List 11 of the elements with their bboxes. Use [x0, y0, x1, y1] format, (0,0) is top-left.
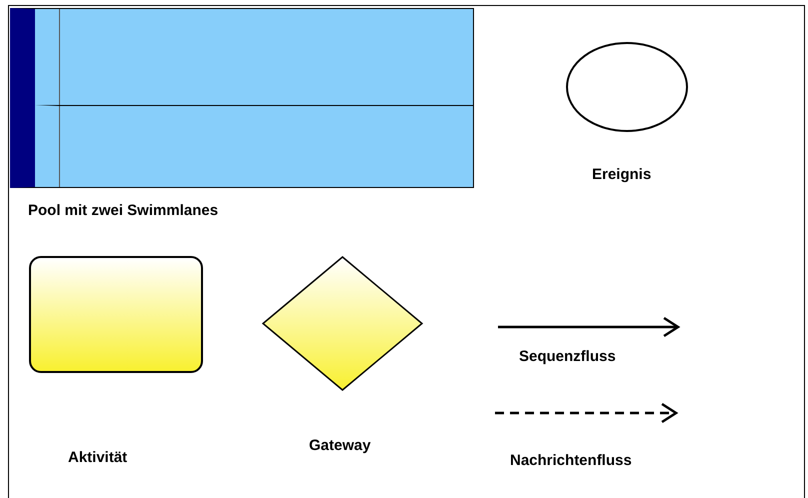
pool-box	[10, 8, 474, 188]
legend-text: Sequenzfluss	[519, 348, 616, 365]
activity-box	[29, 256, 203, 373]
swimlane	[35, 105, 473, 187]
shape-label: Aktivität	[68, 449, 128, 466]
event-circle	[566, 42, 688, 132]
node-label: Ereignis	[592, 166, 652, 183]
node-label: Gateway	[309, 437, 371, 454]
legend-text: Nachrichtenfluss	[510, 452, 632, 469]
node-label: Pool mit zwei Swimmlanes	[28, 202, 218, 219]
gateway-diamond	[262, 256, 423, 391]
